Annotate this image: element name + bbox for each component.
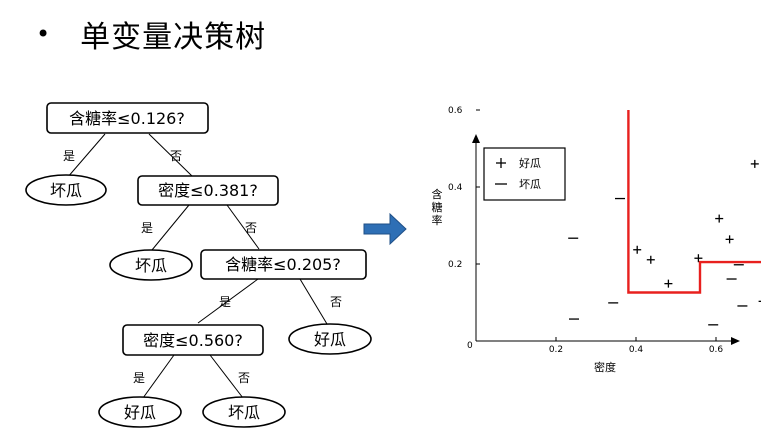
x-tick-label: 0.2	[549, 345, 563, 355]
y-axis-label: 含糖率	[432, 187, 443, 227]
tree-node-density-1: 密度≤0.381?	[137, 175, 279, 206]
leaf-l2-label: 坏瓜	[135, 256, 167, 275]
good-melon-point	[633, 245, 642, 254]
tree-leaf-5: 坏瓜	[202, 396, 286, 428]
tree-node-density-2: 密度≤0.560?	[122, 324, 264, 356]
good-melon-point	[750, 159, 759, 168]
x-tick-label: 0.4	[629, 345, 644, 355]
y-tick-label: 0.2	[448, 260, 462, 270]
edge-n2-l2	[151, 204, 190, 251]
x-axis-arrowhead	[731, 337, 740, 345]
data-points	[568, 159, 761, 326]
node-n4-label: 密度≤0.560?	[143, 331, 243, 350]
leaf-l5-label: 坏瓜	[228, 403, 260, 422]
scatter-plot: 0 密度 含糖率 0.20.40.60.80.20.40.6 好瓜 坏瓜	[432, 106, 761, 374]
x-axis-label: 密度	[594, 360, 616, 374]
legend-entry-good: 好瓜	[519, 156, 541, 170]
tree-node-root: 含糖率≤0.126?	[46, 102, 209, 134]
edge-n4-l4	[142, 354, 175, 399]
decision-tree: 是 否 是 否 是 否 是 否 含糖率≤0.126? 密度≤0.381? 含糖率…	[25, 102, 372, 428]
y-axis-arrowhead	[472, 134, 480, 143]
good-melon-point	[646, 255, 655, 264]
tree-leaf-1: 坏瓜	[25, 174, 107, 206]
edge-label-yes-2: 是	[141, 221, 153, 235]
edge-label-yes-1: 是	[63, 149, 75, 163]
edge-n3-n4	[197, 278, 259, 324]
y-tick-label: 0.6	[448, 106, 463, 116]
tree-leaf-2: 坏瓜	[109, 249, 193, 281]
edge-label-no-4: 否	[238, 371, 250, 385]
good-melon-point	[694, 254, 703, 263]
axis-ticks: 0.20.40.60.80.20.40.6	[448, 106, 724, 355]
edge-label-no-1: 否	[170, 149, 182, 163]
leaf-l1-label: 坏瓜	[50, 181, 82, 200]
tree-node-sugar-2: 含糖率≤0.205?	[200, 249, 367, 280]
y-tick-label: 0.4	[448, 183, 463, 193]
legend-box	[483, 147, 566, 201]
arrow-right-icon	[363, 212, 407, 246]
leaf-l3-label: 好瓜	[314, 330, 346, 349]
decision-boundary	[627, 110, 761, 294]
edge-n1-l1	[66, 133, 106, 179]
edge-label-no-2: 否	[245, 221, 257, 235]
tree-leaf-3: 好瓜	[288, 323, 372, 355]
edge-label-yes-4: 是	[133, 371, 145, 385]
good-melon-point	[664, 279, 673, 288]
slide-heading: • 单变量决策树	[36, 14, 267, 55]
edge-n2-n3	[226, 204, 260, 250]
legend-entry-bad: 坏瓜	[519, 178, 541, 191]
node-n1-label: 含糖率≤0.126?	[69, 109, 185, 128]
node-n3-label: 含糖率≤0.205?	[225, 255, 341, 274]
tree-leaf-4: 好瓜	[98, 396, 182, 428]
origin-label: 0	[467, 341, 473, 351]
node-n2-label: 密度≤0.381?	[158, 181, 258, 200]
legend: 好瓜 坏瓜	[483, 147, 566, 201]
leaf-l4-label: 好瓜	[124, 403, 156, 422]
slide-title: 单变量决策树	[80, 20, 267, 55]
edge-n4-l5	[209, 354, 244, 399]
bullet-point: •	[36, 20, 51, 48]
edge-n3-l3	[299, 278, 328, 325]
x-tick-label: 0.6	[709, 345, 724, 355]
good-melon-point	[715, 214, 724, 223]
good-melon-point	[725, 235, 734, 244]
edge-label-yes-3: 是	[219, 295, 231, 309]
edge-label-no-3: 否	[330, 295, 342, 309]
edge-n1-n2	[148, 133, 193, 177]
